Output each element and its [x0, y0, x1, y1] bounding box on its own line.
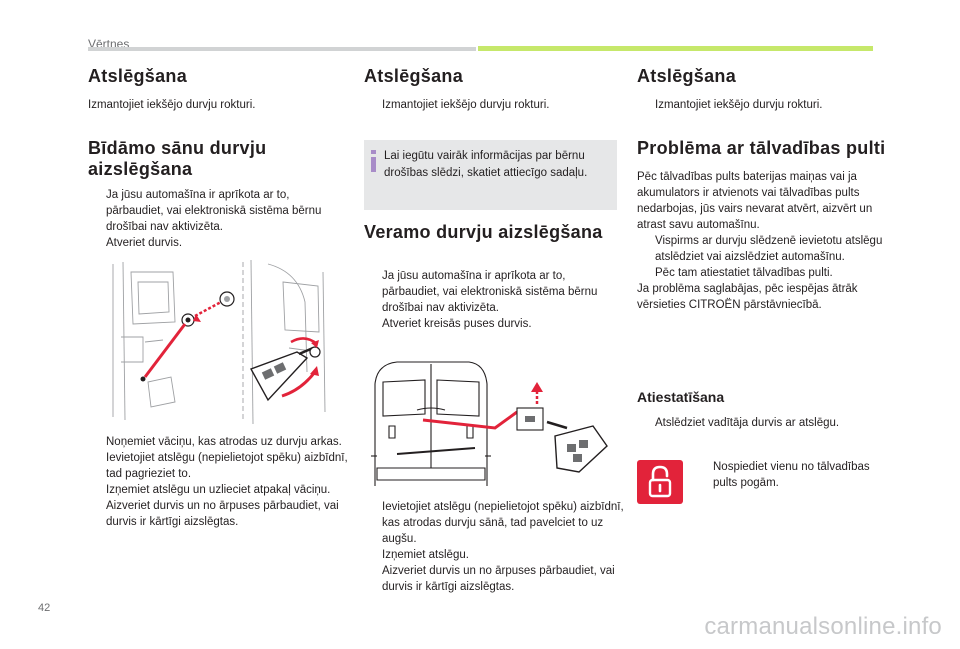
reset-title: Atiestatīšana: [637, 389, 725, 405]
col3-para: Pēc tālvadības pults baterijas maiņas va…: [637, 171, 873, 231]
list-item: Atveriet durvis.: [88, 235, 348, 251]
reset-step: Atslēdziet vadītāja durvis ar atslēgu.: [637, 415, 887, 431]
bullet-icon: [88, 498, 106, 530]
col3-title: Atslēgšana: [637, 66, 737, 86]
col1-subtitle: Bīdāmo sānu durvju aizslēgšana: [88, 138, 266, 180]
bullet-icon: [695, 459, 713, 491]
bullet-icon: [364, 499, 382, 547]
padlock-icon: [648, 465, 672, 498]
bullet-icon: [88, 450, 106, 482]
bullet-icon: [364, 316, 382, 332]
col3-subtitle: Problēma ar tālvadības pulti: [637, 138, 886, 158]
col2-subtitle: Veramo durvju aizslēgšana: [364, 222, 603, 242]
list-item: Aizveriet durvis un no ārpuses pārbaudie…: [364, 563, 624, 595]
bullet-icon: [637, 415, 655, 431]
info-text: Lai iegūtu vairāk informācijas par bērnu…: [384, 150, 588, 179]
list-item: Izņemiet atslēgu un uzlieciet atpakaļ vā…: [88, 482, 348, 498]
bullet-icon: [637, 97, 655, 113]
col2-intro: Izmantojiet iekšējo durvju rokturi.: [364, 97, 614, 113]
page-number: 42: [38, 602, 51, 614]
col1-subtitle-line1: Bīdāmo sānu durvju: [88, 138, 267, 158]
sliding-door-lock-illustration: [112, 259, 326, 425]
list-item: Pēc tam atiestatiet tālvadības pulti.: [637, 265, 889, 281]
list-item: Atveriet kreisās puses durvis.: [364, 316, 624, 332]
col2-steps-after: Ievietojiet atslēgu (nepielietojot spēku…: [364, 499, 624, 595]
list-item: Ja jūsu automašīna ir aprīkota ar to, pā…: [364, 268, 624, 316]
header-rule-green: [478, 46, 873, 51]
list-item: Aizveriet durvis un no ārpuses pārbaudie…: [88, 498, 348, 530]
col1-title: Atslēgšana: [88, 66, 188, 86]
list-item: Ievietojiet atslēgu (nepielietojot spēku…: [88, 450, 348, 482]
lock-symbol: [637, 460, 683, 504]
bullet-icon: [364, 547, 382, 563]
header-rule-grey: [88, 47, 476, 51]
rear-door-lock-illustration: [371, 361, 608, 486]
bullet-icon: [364, 268, 382, 316]
col1-subtitle-line2: aizslēgšana: [88, 159, 193, 179]
bullet-icon: [88, 482, 106, 498]
bullet-icon: [637, 265, 655, 281]
lock-step: Nospiediet vienu no tālvadības pults pog…: [695, 459, 895, 491]
list-item: Izņemiet atslēgu.: [364, 547, 624, 563]
bullet-icon: [88, 434, 106, 450]
col1-intro: Izmantojiet iekšējo durvju rokturi.: [88, 99, 256, 111]
col2-steps-before: Ja jūsu automašīna ir aprīkota ar to, pā…: [364, 268, 624, 332]
col1-steps-before: Ja jūsu automašīna ir aprīkota ar to, pā…: [88, 187, 348, 251]
bullet-icon: [637, 233, 655, 265]
bullet-icon: [364, 563, 382, 595]
list-item: Ja jūsu automašīna ir aprīkota ar to, pā…: [88, 187, 348, 235]
bullet-icon: [364, 97, 382, 113]
list-item: Vispirms ar durvju slēdzenē ievietotu at…: [637, 233, 889, 265]
col3-intro: Izmantojiet iekšējo durvju rokturi.: [637, 97, 887, 113]
col1-steps-after: Noņemiet vāciņu, kas atrodas uz durvju a…: [88, 434, 348, 530]
col2-title: Atslēgšana: [364, 66, 464, 86]
list-item: Izmantojiet iekšējo durvju rokturi.: [637, 97, 887, 113]
bullet-icon: [88, 187, 106, 235]
bullet-icon: [88, 235, 106, 251]
col3-para2: Ja problēma saglabājas, pēc iespējas ātr…: [637, 283, 858, 311]
col3-body: Pēc tālvadības pults baterijas maiņas va…: [637, 169, 889, 313]
list-item: Ievietojiet atslēgu (nepielietojot spēku…: [364, 499, 624, 547]
child-lock-info-box: Lai iegūtu vairāk informācijas par bērnu…: [364, 140, 617, 210]
list-item: Nospiediet vienu no tālvadības pults pog…: [695, 459, 895, 491]
watermark: carmanualsonline.info: [704, 613, 942, 640]
info-icon: [370, 150, 378, 172]
list-item: Noņemiet vāciņu, kas atrodas uz durvju a…: [88, 434, 348, 450]
list-item: Izmantojiet iekšējo durvju rokturi.: [364, 97, 614, 113]
list-item: Atslēdziet vadītāja durvis ar atslēgu.: [637, 415, 887, 431]
